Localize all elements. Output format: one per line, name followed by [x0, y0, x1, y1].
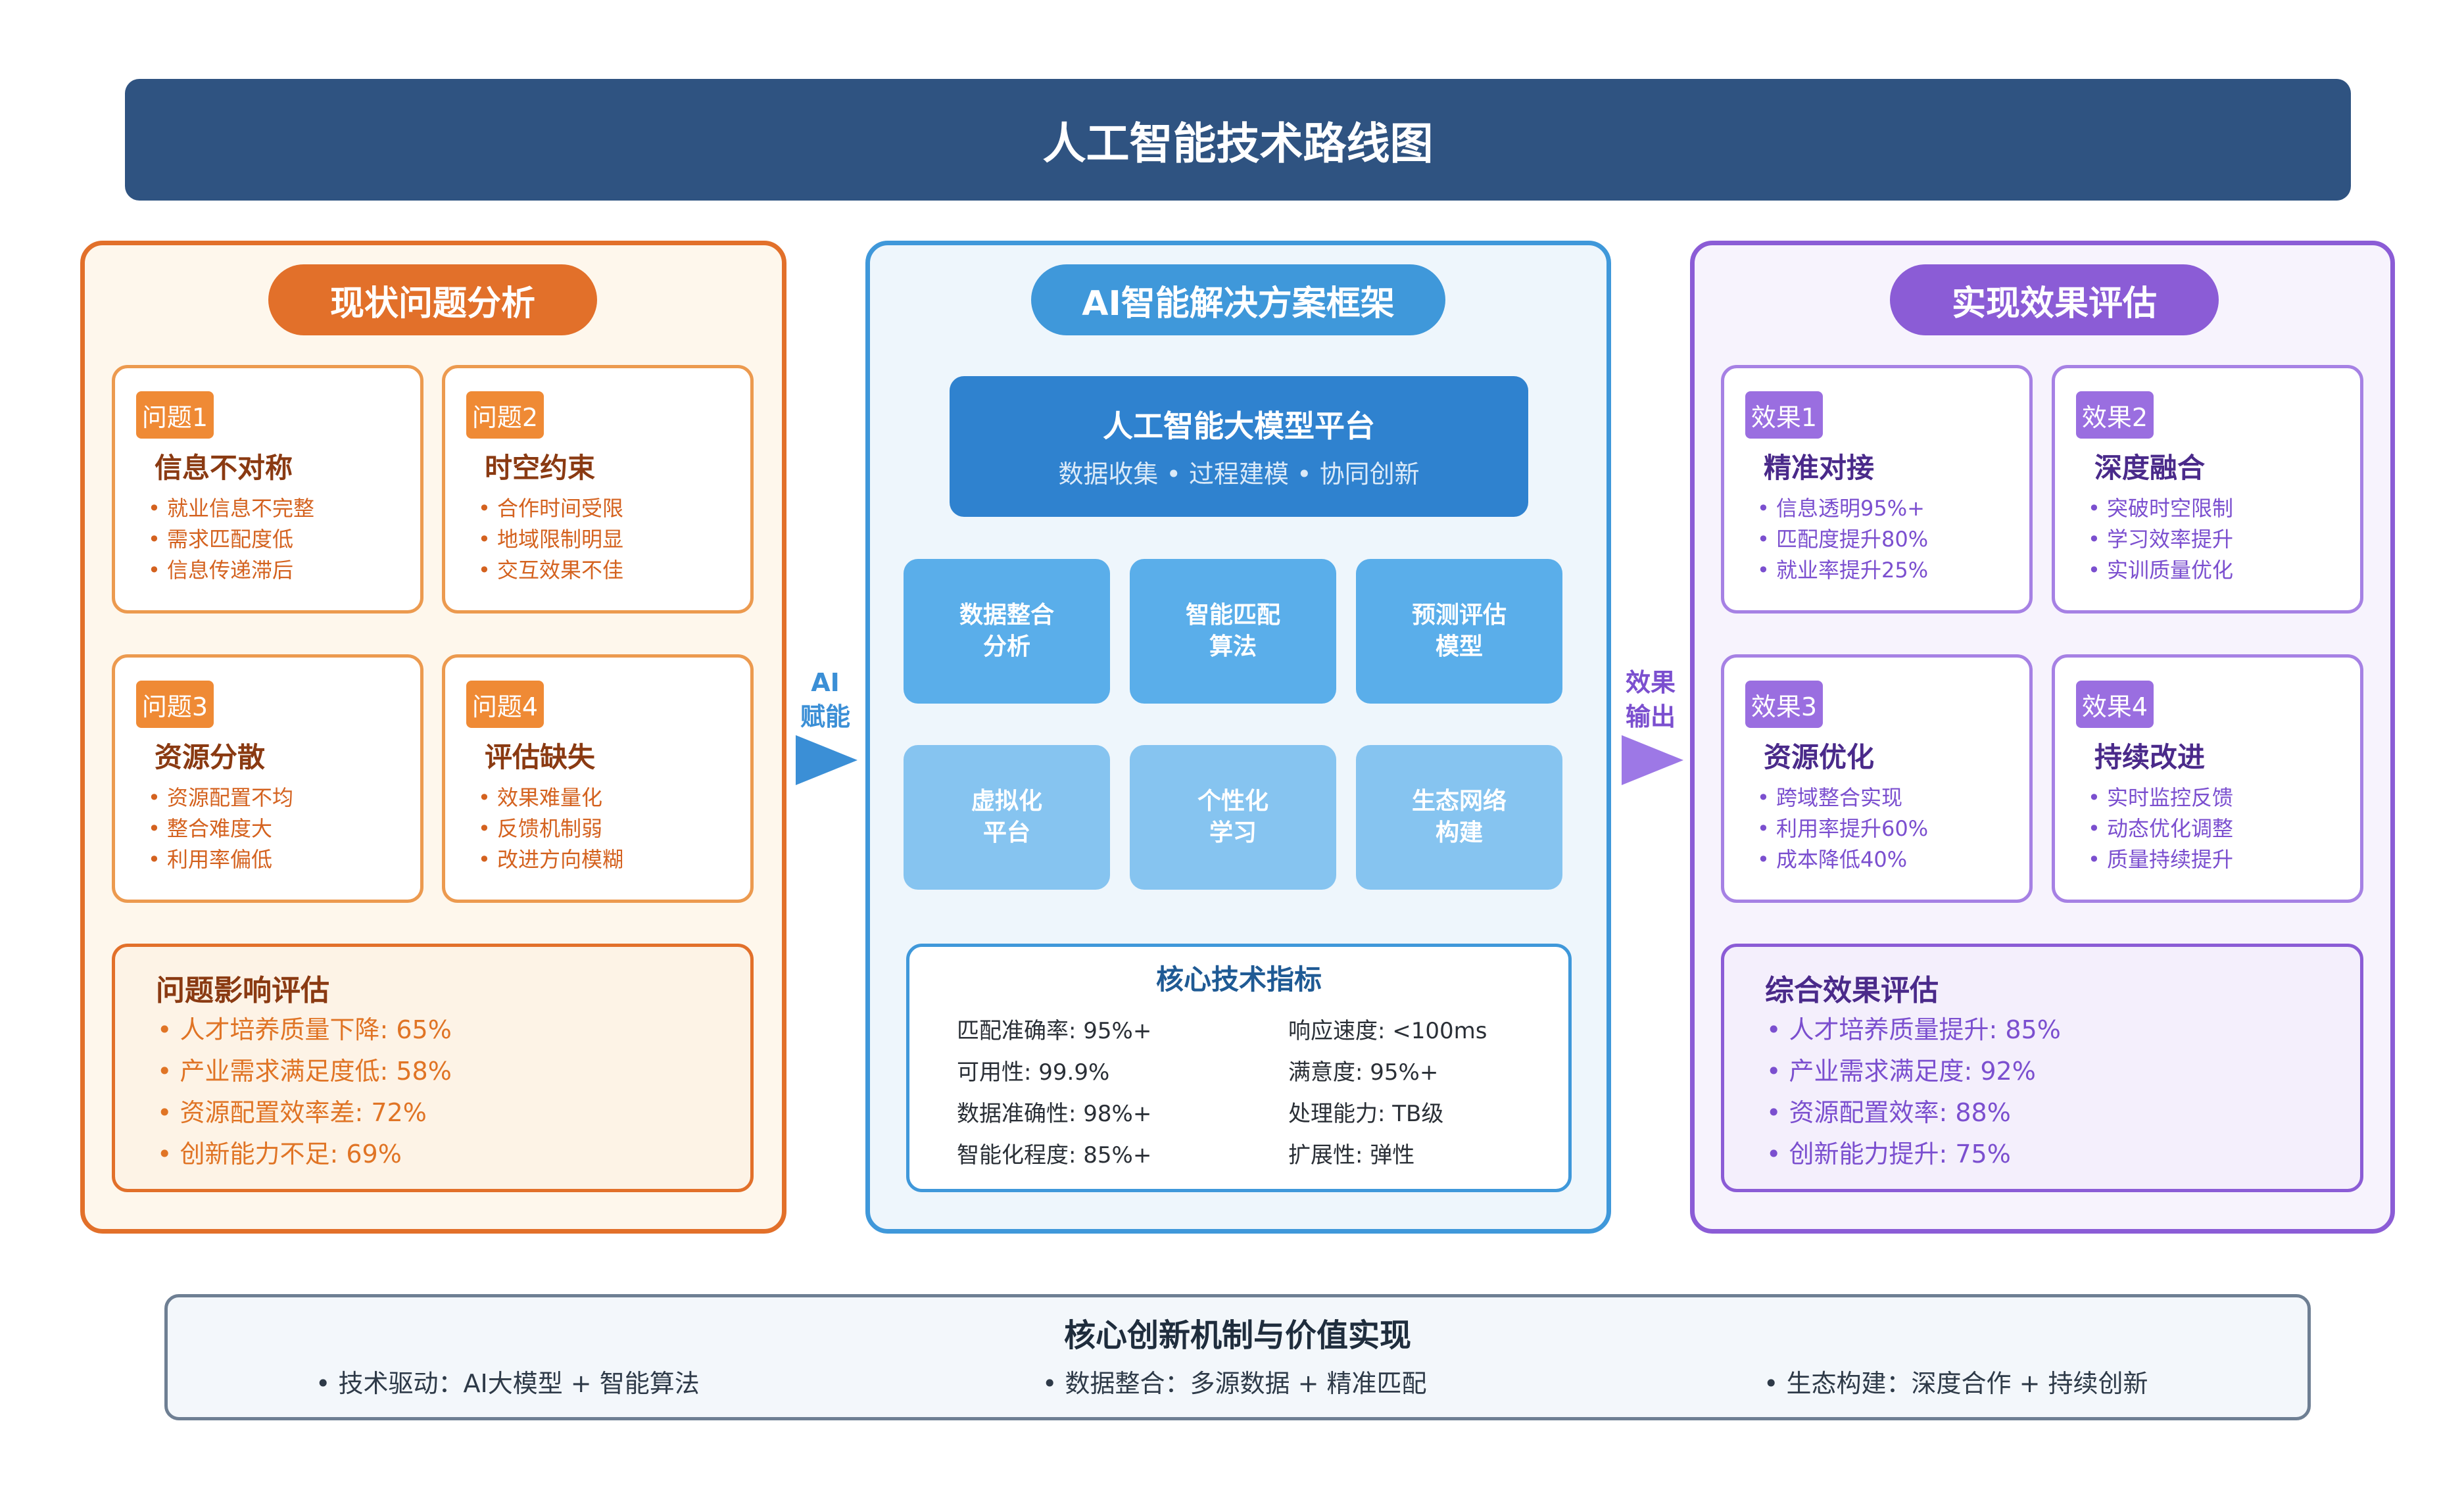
effect-tag: 效果2	[2076, 391, 2154, 439]
problem-card-2: 问题2 时空约束 • 合作时间受限 • 地域限制明显 • 交互效果不佳	[442, 365, 754, 614]
ai-platform-title: 人工智能大模型平台	[1103, 408, 1375, 444]
page-title: 人工智能技术路线图	[125, 79, 2351, 201]
innovation-item: • 数据整合：多源数据 + 精准匹配	[1042, 1369, 1427, 1398]
metric-item: 响应速度: <100ms	[1288, 1018, 1487, 1044]
problem-analysis-header: 现状问题分析	[268, 264, 597, 335]
effect-impact-list: • 人才培养质量提升: 85% • 产业需求满足度: 92% • 资源配置效率:…	[1766, 1015, 2061, 1169]
metric-item: 可用性: 99.9%	[957, 1059, 1110, 1086]
effect-list: • 实时监控反馈 • 动态优化调整 • 质量持续提升	[2088, 785, 2234, 872]
effect-impact-title: 综合效果评估	[1765, 974, 1939, 1007]
problem-title: 信息不对称	[155, 452, 293, 484]
effect-card-4: 效果4 持续改进 • 实时监控反馈 • 动态优化调整 • 质量持续提升	[2052, 654, 2363, 903]
core-metrics-title: 核心技术指标	[1155, 963, 1322, 996]
module-personalized-learning: 个性化学习	[1130, 745, 1336, 890]
problem-list: • 合作时间受限 • 地域限制明显 • 交互效果不佳	[478, 496, 624, 583]
innovation-item: • 技术驱动：AI大模型 + 智能算法	[316, 1369, 700, 1398]
module-prediction-model: 预测评估模型	[1356, 559, 1562, 704]
problem-tag: 问题3	[136, 681, 214, 728]
effect-card-2: 效果2 深度融合 • 突破时空限制 • 学习效率提升 • 实训质量优化	[2052, 365, 2363, 614]
problem-list: • 效果难量化 • 反馈机制弱 • 改进方向模糊	[478, 785, 624, 872]
metric-item: 匹配准确率: 95%+	[957, 1018, 1152, 1044]
effect-tag: 效果3	[1745, 681, 1823, 728]
effect-list: • 信息透明95%+ • 匹配度提升80% • 就业率提升25%	[1757, 496, 1929, 583]
problem-title: 评估缺失	[485, 741, 596, 773]
effect-list: • 跨域整合实现 • 利用率提升60% • 成本降低40%	[1757, 785, 1929, 872]
right-arrow-icon	[1622, 735, 1683, 785]
effect-title: 持续改进	[2094, 741, 2206, 773]
problem-impact-list: • 人才培养质量下降: 65% • 产业需求满足度低: 58% • 资源配置效率…	[157, 1015, 452, 1169]
effect-title: 深度融合	[2094, 452, 2206, 484]
effect-card-1: 效果1 精准对接 • 信息透明95%+ • 匹配度提升80% • 就业率提升25…	[1721, 365, 2033, 614]
effect-evaluation-header: 实现效果评估	[1890, 264, 2219, 335]
metric-item: 扩展性: 弹性	[1288, 1142, 1415, 1169]
problem-title: 资源分散	[155, 741, 266, 773]
problem-title: 时空约束	[485, 452, 596, 484]
metric-item: 数据准确性: 98%+	[957, 1101, 1152, 1127]
problem-impact-title: 问题影响评估	[156, 974, 329, 1007]
effect-list: • 突破时空限制 • 学习效率提升 • 实训质量优化	[2088, 496, 2234, 583]
right-arrow-icon	[796, 735, 858, 785]
innovation-item: • 生态构建：深度合作 + 持续创新	[1764, 1369, 2148, 1398]
ai-platform-subtitle: 数据收集 • 过程建模 • 协同创新	[1058, 460, 1420, 489]
module-ecosystem-network: 生态网络构建	[1356, 745, 1562, 890]
effect-tag: 效果4	[2076, 681, 2154, 728]
core-metrics-card: 核心技术指标 匹配准确率: 95%+ 响应速度: <100ms 可用性: 99.…	[906, 944, 1572, 1192]
effect-tag: 效果1	[1745, 391, 1823, 439]
solution-framework-header: AI智能解决方案框架	[1031, 264, 1445, 335]
problem-list: • 资源配置不均 • 整合难度大 • 利用率偏低	[148, 785, 294, 872]
effect-impact-card: 综合效果评估 • 人才培养质量提升: 85% • 产业需求满足度: 92% • …	[1721, 944, 2363, 1192]
core-innovation-bar: 核心创新机制与价值实现 • 技术驱动：AI大模型 + 智能算法 • 数据整合：多…	[164, 1294, 2311, 1420]
problem-card-3: 问题3 资源分散 • 资源配置不均 • 整合难度大 • 利用率偏低	[112, 654, 423, 903]
metric-item: 处理能力: TB级	[1288, 1101, 1444, 1127]
problem-tag: 问题4	[466, 681, 544, 728]
ai-platform-box: 人工智能大模型平台 数据收集 • 过程建模 • 协同创新	[950, 376, 1528, 517]
core-innovation-title: 核心创新机制与价值实现	[1063, 1317, 1411, 1354]
effect-output-label: 效果 输出	[1625, 668, 1676, 731]
problem-list: • 就业信息不完整 • 需求匹配度低 • 信息传递滞后	[148, 496, 315, 583]
problem-card-4: 问题4 评估缺失 • 效果难量化 • 反馈机制弱 • 改进方向模糊	[442, 654, 754, 903]
metric-item: 智能化程度: 85%+	[957, 1142, 1152, 1169]
problem-tag: 问题2	[466, 391, 544, 439]
effect-title: 精准对接	[1764, 452, 1875, 484]
module-smart-matching: 智能匹配算法	[1130, 559, 1336, 704]
problem-impact-card: 问题影响评估 • 人才培养质量下降: 65% • 产业需求满足度低: 58% •…	[112, 944, 754, 1192]
module-data-integration: 数据整合分析	[904, 559, 1110, 704]
effect-card-3: 效果3 资源优化 • 跨域整合实现 • 利用率提升60% • 成本降低40%	[1721, 654, 2033, 903]
module-virtual-platform: 虚拟化平台	[904, 745, 1110, 890]
problem-tag: 问题1	[136, 391, 214, 439]
problem-card-1: 问题1 信息不对称 • 就业信息不完整 • 需求匹配度低 • 信息传递滞后	[112, 365, 423, 614]
effect-title: 资源优化	[1764, 741, 1875, 773]
metric-item: 满意度: 95%+	[1288, 1059, 1439, 1086]
ai-empower-label: AI 赋能	[800, 668, 850, 731]
